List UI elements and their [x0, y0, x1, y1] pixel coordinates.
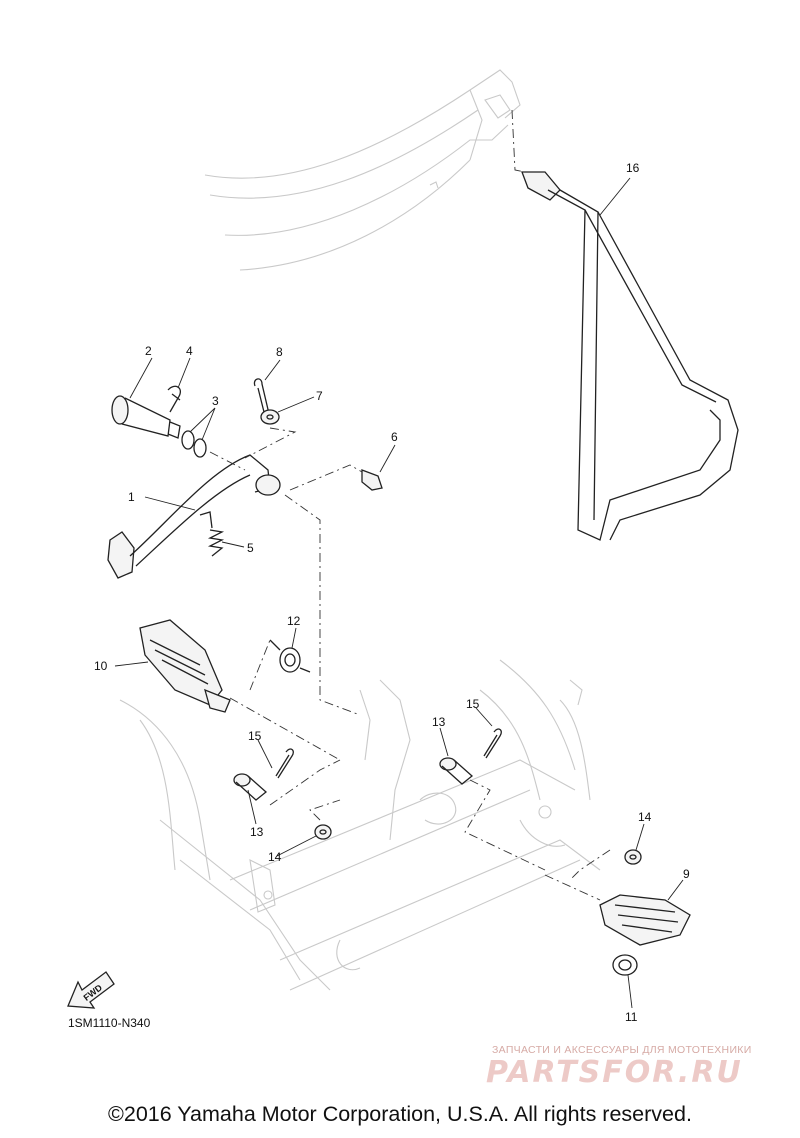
part-number-13-left: 13 — [250, 825, 264, 839]
watermark-logo-text: PARTSFOR.RU — [486, 1055, 743, 1090]
fwd-arrow-icon: FWD — [67, 971, 115, 1009]
clip-part-4 — [167, 385, 182, 413]
part-number-16: 16 — [626, 161, 640, 175]
part-number-2: 2 — [145, 344, 152, 358]
part-number-14-left: 14 — [268, 850, 282, 864]
part-number-14-right: 14 — [638, 810, 652, 824]
part-number-6: 6 — [391, 430, 398, 444]
o-ring-part-3 — [181, 430, 207, 458]
pin-part-6 — [361, 469, 383, 491]
spring-part-5 — [207, 529, 225, 557]
pin-part-13-left — [233, 773, 268, 801]
part-number-3: 3 — [212, 394, 219, 408]
washer-part-7 — [260, 409, 280, 425]
part-number-10: 10 — [94, 659, 108, 673]
stand-part-16 — [521, 171, 739, 541]
part-number-15-right: 15 — [466, 697, 480, 711]
diagram-code: 1SM1110-N340 — [68, 1016, 151, 1030]
watermark-tagline: ЗАПЧАСТИ И АКСЕССУАРЫ ДЛЯ МОТОТЕХНИКИ — [492, 1044, 752, 1056]
copyright-notice: ©2016 Yamaha Motor Corporation, U.S.A. A… — [108, 1102, 692, 1126]
ghost-rear-fender — [204, 69, 521, 271]
leader-lines — [114, 177, 684, 1009]
spring-part-11 — [612, 954, 638, 976]
part-number-7: 7 — [316, 389, 323, 403]
spring-part-12 — [269, 639, 311, 673]
part-number-11: 11 — [625, 1010, 638, 1024]
part-number-9: 9 — [683, 867, 690, 881]
part-number-8: 8 — [276, 345, 283, 359]
part-number-5: 5 — [247, 541, 254, 555]
washer-part-14-right — [624, 849, 642, 865]
part-number-12: 12 — [287, 614, 301, 628]
footrest-part-10 — [139, 619, 231, 713]
brake-pedal-part-1 — [107, 454, 281, 579]
part-number-1: 1 — [128, 490, 135, 504]
cotter-pin-part-15-right — [483, 728, 502, 759]
part-number-15-left: 15 — [248, 729, 262, 743]
footrest-part-9 — [599, 894, 691, 946]
washer-part-14-left — [314, 824, 332, 840]
part-number-labels: 1 2 3 4 5 6 7 8 9 10 11 12 13 13 14 14 1… — [94, 161, 690, 1024]
pivot-shaft-part-2 — [111, 395, 181, 439]
part-number-13-mid: 13 — [432, 715, 446, 729]
assembly-lines — [209, 109, 611, 901]
part-number-4: 4 — [186, 344, 193, 358]
cotter-pin-part-15-left — [275, 748, 294, 779]
watermark-logo: PARTSFOR.RU — [486, 1055, 743, 1090]
ghost-lower-frame — [119, 659, 601, 991]
pin-part-13-right — [439, 757, 474, 785]
